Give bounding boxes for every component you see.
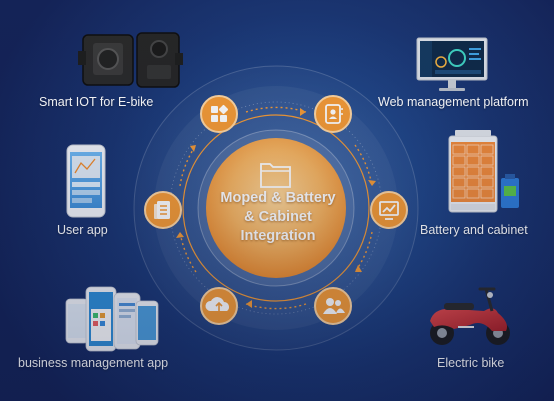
user-app-phone-image [66,144,106,218]
contact-book-icon [325,104,343,124]
label-web-platform: Web management platform [378,95,529,109]
label-user-app: User app [57,223,108,237]
center-title-line-1: Moped & Battery [220,190,336,206]
orbit-ring [182,114,370,302]
node-monitor [370,191,408,229]
label-business-app: business management app [18,356,169,370]
center-title-line-3: Integration [240,228,316,244]
label-electric-bike: Electric bike [437,356,505,370]
dashboard-grid-icon [211,104,229,122]
label-battery-cabinet: Battery and cabinet [420,223,528,237]
web-platform-monitor-image [416,37,488,91]
label-smart-iot: Smart IOT for E-bike [39,95,154,109]
folder-icon [260,163,291,188]
node-dashboard [200,95,238,133]
battery-cabinet-image [448,130,519,213]
node-contacts [314,95,352,133]
arrow-heads [176,108,376,308]
document-list-icon [154,201,170,219]
center-title: Moped & Battery & Cabinet Integration [203,189,353,246]
monitor-chart-icon [379,201,399,220]
users-icon [323,298,345,314]
center-title-line-2: & Cabinet [244,209,312,225]
business-app-phones-image [65,286,159,352]
node-users [314,287,352,325]
cloud-upload-icon [205,297,229,311]
node-cloud [200,287,238,325]
iot-device-image [78,32,183,88]
electric-bike-image [430,287,510,345]
center-circle [206,138,346,278]
orbit-nodes [144,95,408,325]
node-documents [144,191,182,229]
